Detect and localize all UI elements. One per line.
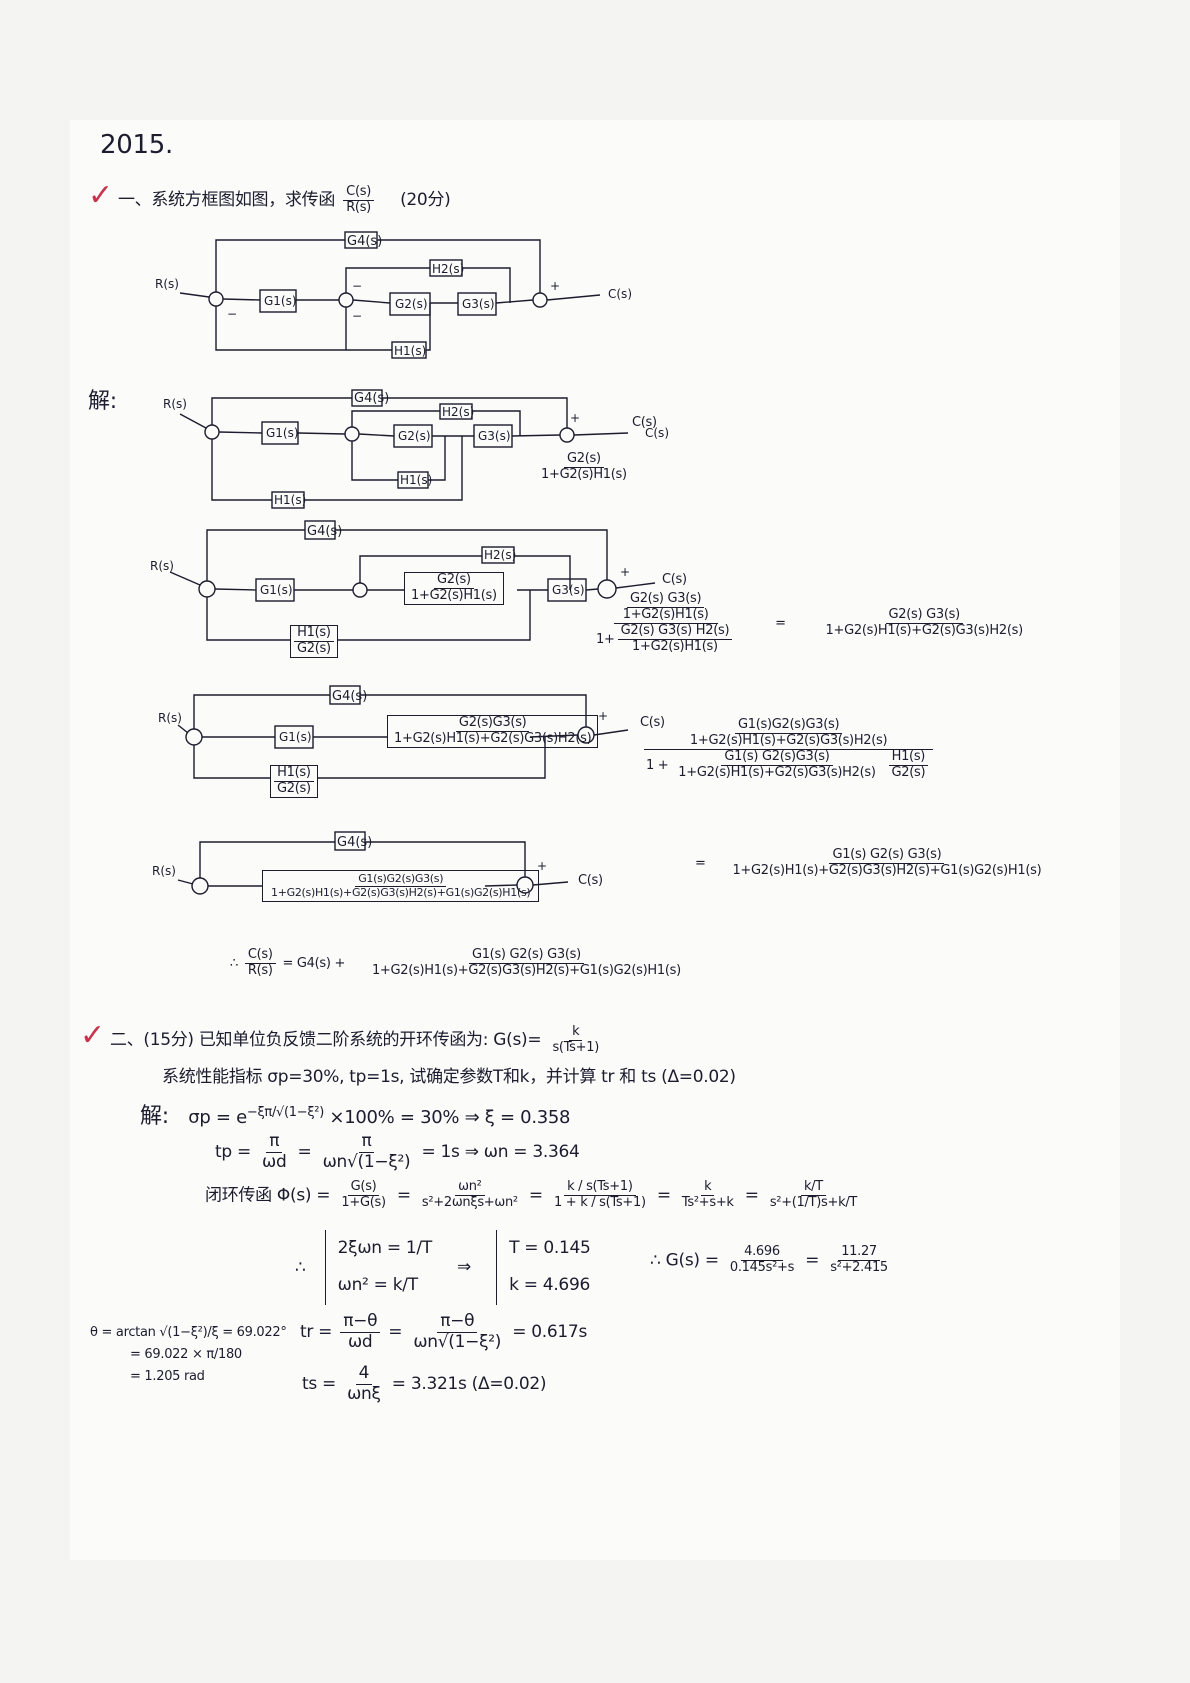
svg-text:+: +	[537, 859, 547, 873]
svg-text:−: −	[352, 309, 362, 323]
svg-text:G3(s): G3(s)	[552, 583, 585, 597]
svg-text:R(s): R(s)	[152, 864, 176, 878]
svg-text:G1(s): G1(s)	[279, 730, 312, 744]
check-mark-icon: ✓	[80, 1018, 105, 1053]
final-result: ∴ C(s)R(s) = G4(s) + G1(s) G2(s) G3(s)1+…	[230, 947, 681, 978]
svg-text:+: +	[550, 279, 560, 293]
original-block-diagram: R(s) G1(s) G2(s) G3(s) C(s) G4(s) H2(s) …	[155, 231, 632, 359]
q2-sigma-line: 解: σp = e−ξπ/√(1−ξ²) ×100% = 30% ⇒ ξ = 0…	[140, 1104, 571, 1129]
svg-text:G4(s): G4(s)	[347, 234, 382, 249]
step5-block-diagram: R(s) G4(s) +	[152, 831, 569, 895]
q1-number: 一、	[117, 190, 152, 210]
q1-prompt: 系统方框图如图，求传函	[151, 190, 336, 210]
svg-text:+: +	[570, 411, 580, 425]
step4-feedback-block: H1(s)G2(s)	[270, 765, 318, 798]
svg-text:R(s): R(s)	[163, 397, 187, 411]
step2-side-fraction: G2(s)1+G2(s)H1(s)	[541, 451, 627, 482]
svg-text:G2(s): G2(s)	[398, 429, 431, 443]
svg-text:G1(s): G1(s)	[266, 426, 299, 440]
step4-inner-block: G2(s)G3(s)1+G2(s)H1(s)+G2(s)G3(s)H2(s)	[387, 715, 599, 748]
q1-heading: ✓ 一、系统方框图如图，求传函 C(s)R(s) (20分)	[88, 178, 451, 216]
svg-text:G2(s): G2(s)	[395, 297, 428, 311]
svg-text:+: +	[620, 565, 630, 579]
svg-text:H2(s): H2(s)	[432, 262, 464, 276]
step3-output-label: C(s)	[662, 572, 687, 587]
svg-text:G3(s): G3(s)	[462, 297, 495, 311]
step5-equation: = G1(s) G2(s) G3(s)1+G2(s)H1(s)+G2(s)G3(…	[695, 847, 1042, 878]
svg-text:R(s): R(s)	[155, 277, 179, 291]
step5-inner-block: G1(s)G2(s)G3(s)1+G2(s)H1(s)+G2(s)G3(s)H2…	[262, 870, 540, 903]
svg-text:H2(s): H2(s)	[442, 405, 474, 419]
check-mark-icon: ✓	[88, 178, 113, 213]
svg-text:H1(s): H1(s)	[274, 493, 306, 507]
step3-equation: G2(s) G3(s)1+G2(s)H1(s) 1+G2(s) G3(s) H2…	[596, 591, 1023, 654]
step4-output-label: C(s)	[640, 715, 665, 730]
step3-block-diagram: R(s) G1(s) G3(s) G4(s) H2(s) +	[150, 520, 656, 641]
svg-text:R(s): R(s)	[150, 559, 174, 573]
svg-text:H1(s): H1(s)	[394, 344, 426, 358]
step3-inner-block: G2(s)1+G2(s)H1(s)	[404, 572, 504, 605]
svg-text:H2(s): H2(s)	[484, 548, 516, 562]
svg-text:C(s): C(s)	[645, 426, 669, 440]
step4-block-diagram: R(s) G1(s) G4(s) +	[158, 685, 629, 779]
step4-equation: G1(s)G2(s)G3(s)1+G2(s)H1(s)+G2(s)G3(s)H2…	[640, 717, 937, 781]
svg-text:R(s): R(s)	[158, 711, 182, 725]
q2-theta: θ = arctan √(1−ξ²)/ξ = 69.022° = 69.022 …	[90, 1325, 287, 1385]
step2-output-label: C(s)	[632, 415, 657, 430]
q2-line2: 系统性能指标 σp=30%, tp=1s, 试确定参数T和k，并计算 tr 和 …	[162, 1067, 736, 1087]
step2-block-diagram: R(s) G1(s) G2(s) G3(s) C(s) G4(s) H2(s) …	[163, 389, 669, 509]
q1-points: (20分)	[400, 190, 451, 210]
svg-text:G3(s): G3(s)	[478, 429, 511, 443]
year-label: 2015.	[100, 130, 173, 160]
step3-feedback-block: H1(s)G2(s)	[290, 625, 338, 658]
paper-sheet	[70, 120, 1120, 1560]
svg-text:G1(s): G1(s)	[264, 294, 297, 308]
svg-text:G4(s): G4(s)	[307, 524, 342, 539]
q1-tf: C(s)R(s)	[343, 184, 374, 216]
svg-text:C(s): C(s)	[608, 287, 632, 301]
svg-text:−: −	[352, 279, 362, 293]
svg-text:G4(s): G4(s)	[354, 391, 389, 406]
svg-text:G1(s): G1(s)	[260, 583, 293, 597]
svg-text:−: −	[227, 307, 237, 321]
solution-label: 解:	[88, 389, 117, 414]
svg-text:G4(s): G4(s)	[332, 689, 367, 704]
svg-text:+: +	[598, 709, 608, 723]
step5-output-label: C(s)	[578, 873, 603, 888]
svg-text:H1(s): H1(s)	[400, 473, 432, 487]
svg-text:G4(s): G4(s)	[337, 835, 372, 850]
